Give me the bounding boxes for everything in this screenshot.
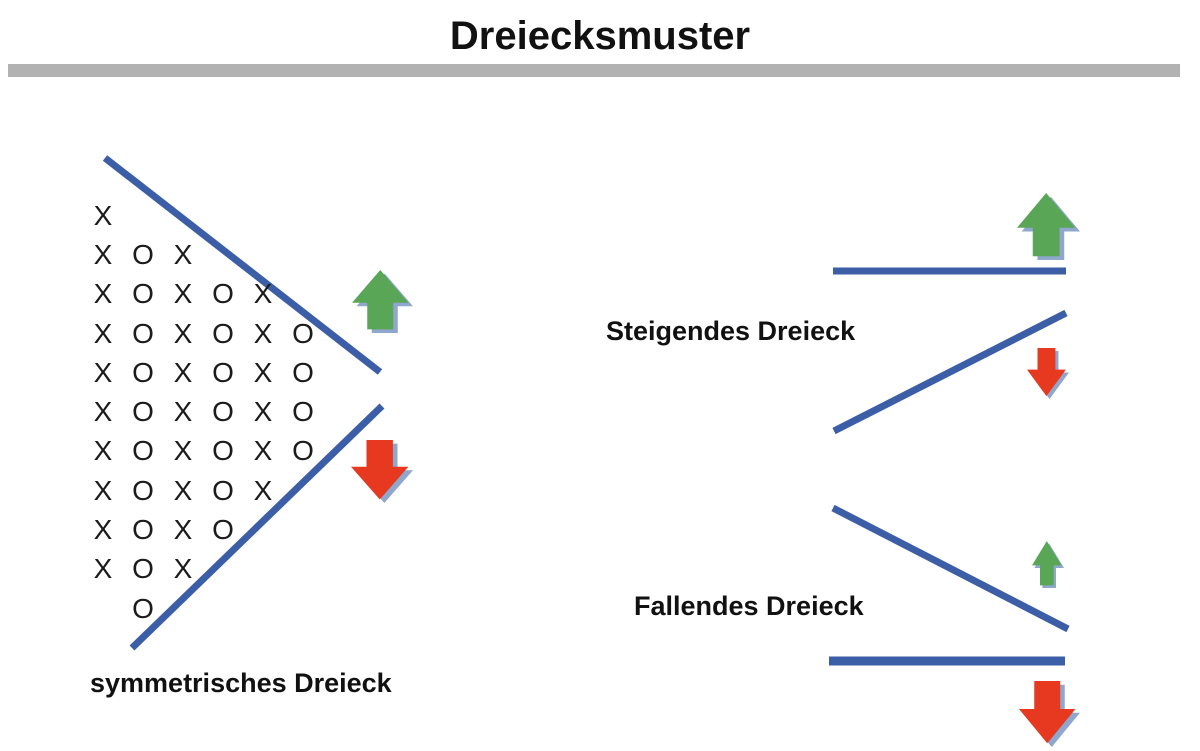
descending-triangle-label: Fallendes Dreieck — [634, 591, 864, 621]
up-arrow-icon — [352, 270, 413, 333]
point-figure-cell: X — [173, 317, 193, 349]
point-figure-cell: O — [212, 474, 234, 506]
point-figure-cell: X — [253, 474, 273, 506]
point-figure-cell: X — [173, 278, 193, 310]
point-figure-cell: X — [173, 238, 193, 270]
point-figure-cell: O — [292, 356, 314, 388]
point-figure-cell: O — [292, 396, 314, 428]
symmetric-triangle-label: symmetrisches Dreieck — [90, 668, 392, 698]
point-figure-cell: X — [93, 514, 113, 546]
point-figure-cell: O — [212, 435, 234, 467]
ascending-support-line — [832, 309, 1068, 435]
point-figure-cell: O — [132, 553, 154, 585]
point-figure-cell: X — [253, 356, 273, 388]
up-arrow-icon — [1032, 541, 1064, 588]
point-figure-cell: O — [292, 435, 314, 467]
point-figure-cell: X — [93, 199, 113, 231]
point-figure-cell: O — [132, 435, 154, 467]
point-figure-cell: X — [253, 278, 273, 310]
point-figure-cell: O — [132, 474, 154, 506]
point-figure-cell: O — [132, 396, 154, 428]
point-figure-row: X — [83, 196, 323, 235]
point-figure-cell: O — [132, 592, 154, 624]
point-figure-cell: X — [93, 356, 113, 388]
point-figure-cell: X — [253, 435, 273, 467]
point-figure-cell: X — [173, 356, 193, 388]
point-figure-cell: X — [93, 278, 113, 310]
symmetric-lower-trendline — [129, 403, 385, 651]
point-figure-cell: X — [173, 553, 193, 585]
point-figure-cell: O — [212, 317, 234, 349]
point-figure-cell: X — [93, 553, 113, 585]
point-figure-row: O — [83, 589, 323, 628]
point-figure-cell: X — [93, 396, 113, 428]
symmetric-upper-trendline — [102, 155, 383, 375]
point-figure-cell: X — [173, 514, 193, 546]
up-arrow-icon — [1017, 193, 1080, 260]
point-figure-cell: X — [173, 435, 193, 467]
point-figure-cell: X — [93, 238, 113, 270]
title-divider-bar — [8, 64, 1180, 77]
point-figure-cell: O — [132, 317, 154, 349]
point-figure-cell: O — [292, 317, 314, 349]
point-figure-cell: O — [132, 238, 154, 270]
descending-resistance-line — [831, 504, 1070, 633]
point-figure-cell: X — [173, 474, 193, 506]
point-figure-cell: X — [93, 317, 113, 349]
point-figure-cell: X — [93, 435, 113, 467]
down-arrow-icon — [1019, 681, 1080, 747]
point-figure-cell: X — [253, 396, 273, 428]
page-title: Dreiecksmuster — [449, 14, 751, 58]
point-figure-cell: O — [132, 356, 154, 388]
point-figure-cell: O — [132, 514, 154, 546]
point-figure-cell: O — [212, 356, 234, 388]
point-figure-cell: O — [132, 278, 154, 310]
point-figure-cell: O — [212, 396, 234, 428]
down-arrow-icon — [1027, 348, 1069, 399]
ascending-triangle-label: Steigendes Dreieck — [606, 316, 856, 346]
point-figure-cell: O — [212, 514, 234, 546]
point-figure-cell: O — [212, 278, 234, 310]
point-figure-cell: X — [173, 396, 193, 428]
point-figure-cell: X — [93, 474, 113, 506]
down-arrow-icon — [351, 440, 413, 503]
point-figure-cell: X — [253, 317, 273, 349]
